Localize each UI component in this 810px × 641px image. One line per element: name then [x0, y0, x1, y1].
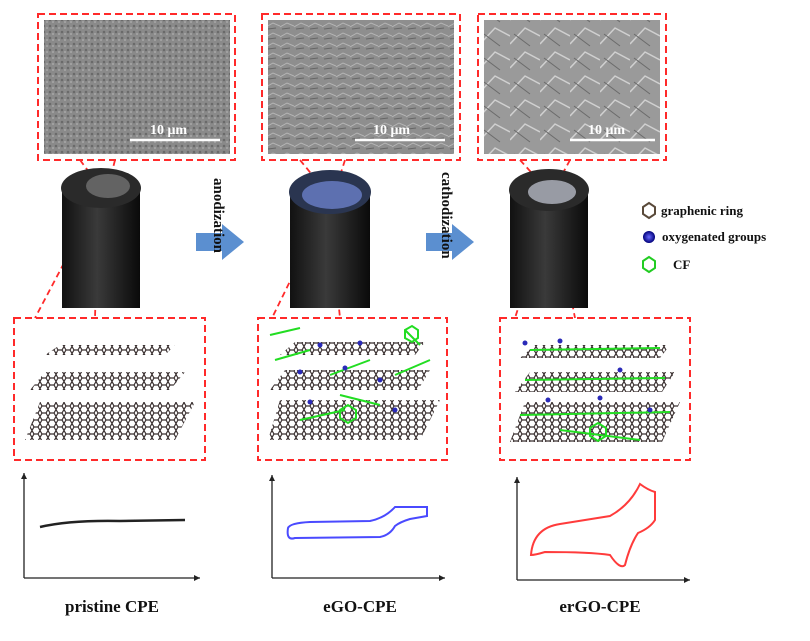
scale-bar-label: 10 μm — [150, 123, 187, 138]
sem-image-ego: 10 μm — [261, 13, 461, 161]
graphene-stack-ego — [257, 317, 448, 461]
legend: graphenic ring oxygenated groups CF — [642, 201, 766, 274]
cathodization-arrow: cathodization — [426, 172, 474, 260]
plot-axes — [23, 473, 200, 579]
anodization-label: anodization — [210, 178, 226, 254]
legend-label: graphenic ring — [661, 203, 743, 218]
blue-sphere-icon — [643, 231, 655, 243]
anodization-arrow: anodization — [196, 178, 244, 260]
graphene-stack-ergo — [499, 317, 691, 461]
panel-label: pristine CPE — [65, 597, 159, 616]
plot-axes — [271, 475, 445, 579]
cv-plot-ergo: erGO-CPE — [514, 477, 690, 616]
graphene-stack-pristine — [13, 317, 206, 461]
cv-curve — [529, 482, 656, 568]
electrode-ergo — [509, 169, 589, 308]
cv-curve — [39, 518, 186, 529]
cv-plot-ego: eGO-CPE — [269, 475, 445, 616]
sem-image-ergo: 10 μm — [477, 13, 667, 161]
panel-label: erGO-CPE — [559, 597, 640, 616]
hexagon-brown-icon — [642, 201, 656, 220]
electrode-ego — [289, 170, 371, 308]
cathodization-label: cathodization — [438, 172, 454, 259]
scale-bar-label: 10 μm — [373, 123, 410, 138]
scale-bar-label: 10 μm — [588, 123, 625, 138]
cv-plot-pristine: pristine CPE — [21, 473, 200, 616]
hexagon-green-icon — [642, 255, 656, 274]
plot-axes — [516, 477, 690, 581]
sem-image-pristine: 10 μm — [37, 13, 236, 161]
panel-label: eGO-CPE — [323, 597, 397, 616]
legend-label: CF — [673, 257, 690, 272]
cv-curve — [286, 506, 428, 540]
legend-label: oxygenated groups — [662, 229, 766, 244]
electrode-pristine — [61, 168, 141, 308]
